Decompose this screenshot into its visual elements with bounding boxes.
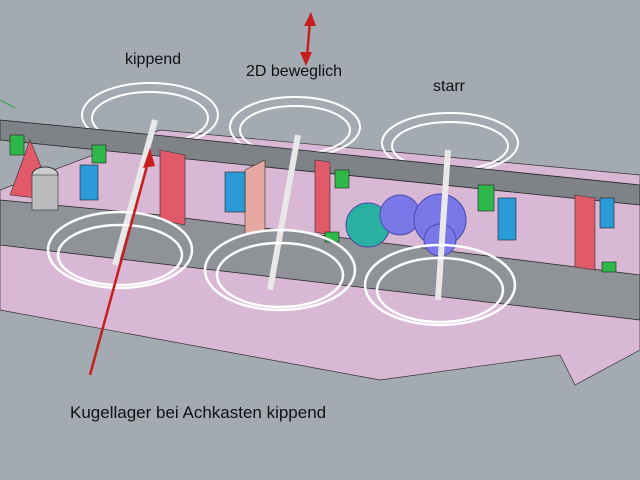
front-wheels [46,210,517,327]
label-2d-movable: 2D beweglich [246,63,343,80]
spring-seats [9,134,617,273]
caption-ball-bearing: Kugellager bei Achkasten kippend [70,403,327,422]
axles [112,119,451,301]
label-tilting: kippend [125,51,182,68]
annotation-arrows [88,12,316,376]
label-rigid: starr [433,78,465,95]
axle-box-brackets [79,164,615,241]
gears [345,193,467,257]
